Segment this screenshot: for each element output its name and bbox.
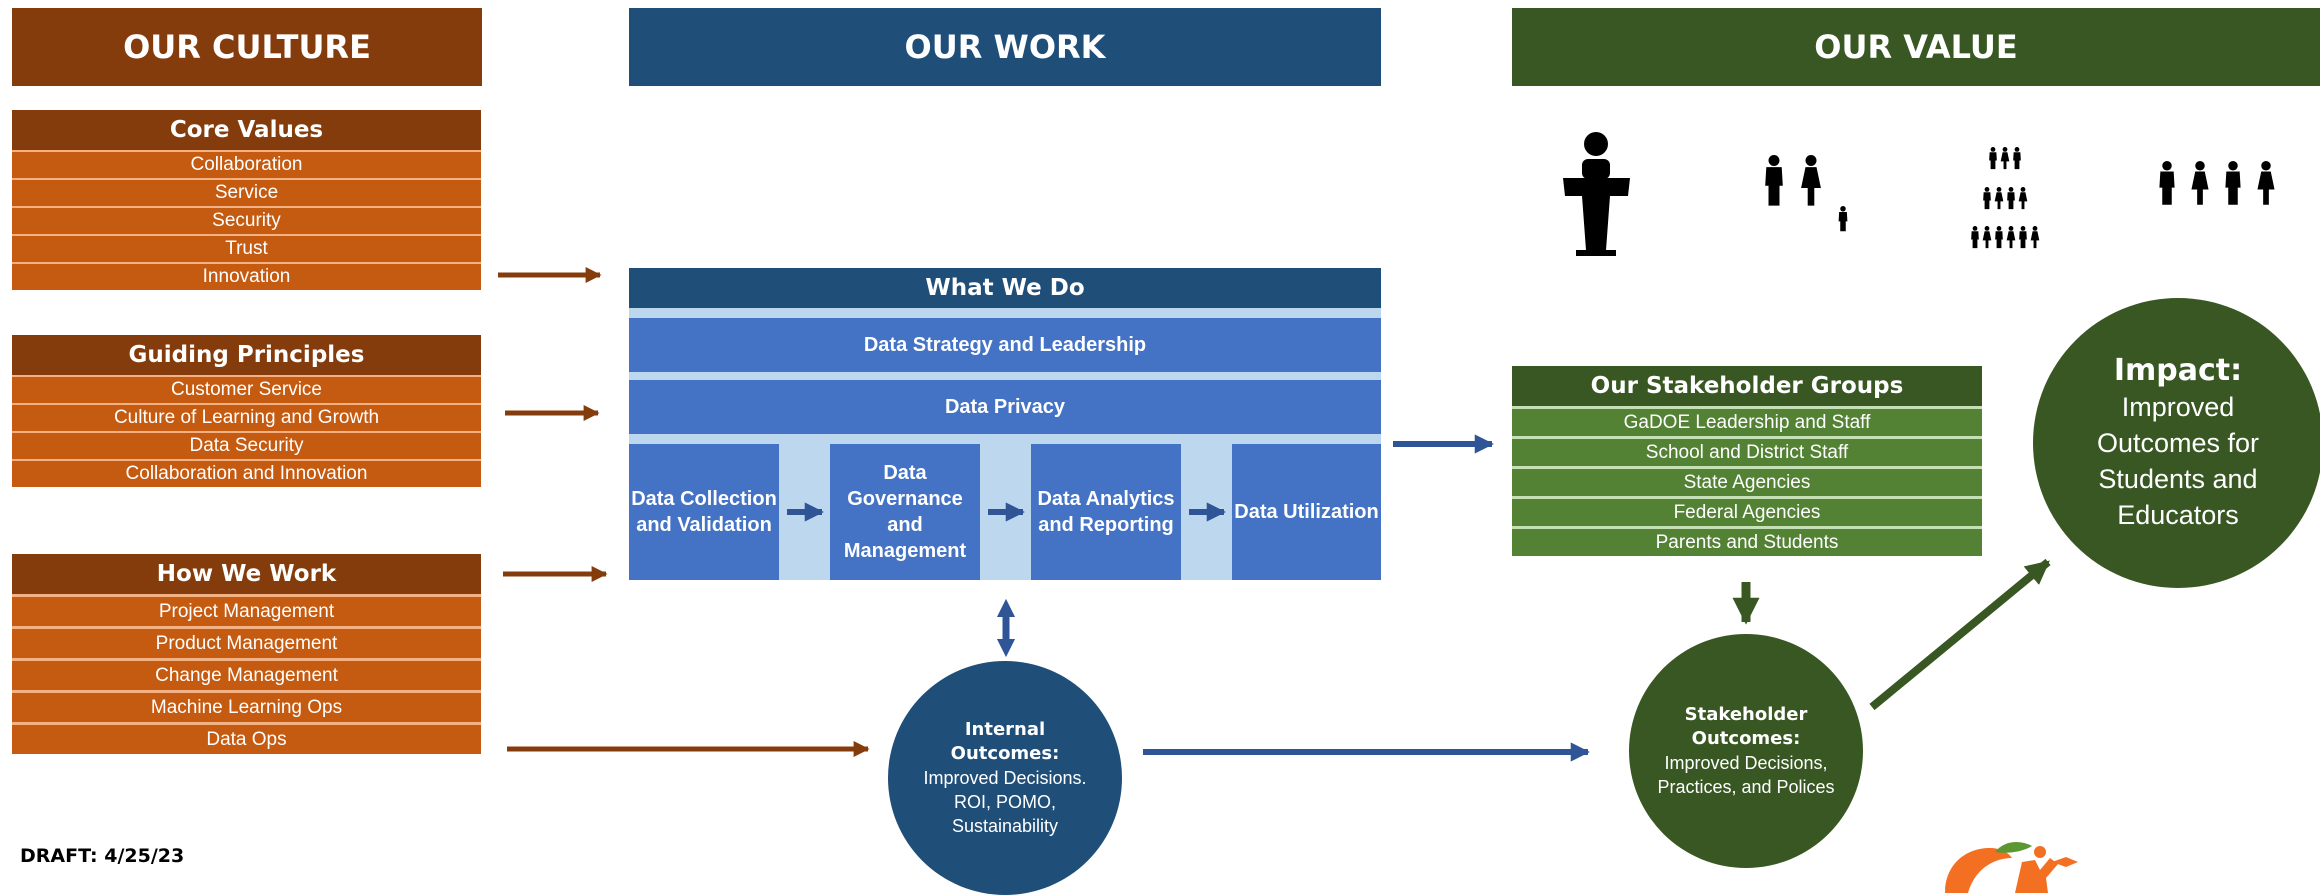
impact-title: Impact: [2113, 353, 2243, 388]
stakeholder-outcomes-body: Improved Decisions, Practices, and Polic… [1657, 753, 1835, 797]
what-we-do-box: What We Do Data Strategy and Leadership … [629, 268, 1381, 580]
data-privacy-bar: Data Privacy [629, 380, 1381, 434]
stakeholder-groups-title: Our Stakeholder Groups [1512, 366, 1982, 406]
how-we-work-item: Machine Learning Ops [12, 690, 481, 722]
how-we-work-item: Change Management [12, 658, 481, 690]
stakeholder-group-item: Parents and Students [1512, 526, 1982, 556]
value-banner: OUR VALUE [1512, 8, 2320, 86]
stakeholder-group-item: GaDOE Leadership and Staff [1512, 406, 1982, 436]
how-we-work-item: Project Management [12, 594, 481, 626]
internal-outcomes-circle: Internal Outcomes: Improved Decisions. R… [888, 661, 1122, 895]
core-value-item: Collaboration [12, 150, 481, 178]
arrow-to-impact [1869, 558, 2051, 711]
step-data-utilization: Data Utilization [1232, 444, 1381, 580]
how-we-work-item: Data Ops [12, 722, 481, 754]
stakeholder-outcomes-circle: Stakeholder Outcomes: Improved Decisions… [1629, 634, 1863, 868]
what-we-do-title: What We Do [629, 268, 1381, 308]
step-data-governance: Data Governance and Management [830, 444, 980, 580]
stakeholder-outcomes-title: Stakeholder Outcomes: [1684, 704, 1808, 749]
step-data-collection: Data Collection and Validation [629, 444, 779, 580]
core-value-item: Service [12, 178, 481, 206]
guiding-principle-item: Collaboration and Innovation [12, 459, 481, 487]
step-data-analytics: Data Analytics and Reporting [1031, 444, 1181, 580]
core-value-item: Innovation [12, 262, 481, 290]
core-value-item: Trust [12, 234, 481, 262]
work-banner: OUR WORK [629, 8, 1381, 86]
culture-banner: OUR CULTURE [12, 8, 482, 86]
guiding-principle-item: Customer Service [12, 375, 481, 403]
impact-body: Improved Outcomes for Students and Educa… [2096, 392, 2260, 530]
stakeholder-group-item: School and District Staff [1512, 436, 1982, 466]
stakeholder-groups-box: Our Stakeholder Groups GaDOE Leadership … [1512, 366, 1982, 556]
stakeholder-group-item: State Agencies [1512, 466, 1982, 496]
guiding-principle-item: Culture of Learning and Growth [12, 403, 481, 431]
stakeholder-group-item: Federal Agencies [1512, 496, 1982, 526]
internal-outcomes-title: Internal Outcomes: [950, 719, 1060, 764]
core-value-item: Security [12, 206, 481, 234]
core-values-title: Core Values [12, 110, 481, 150]
how-we-work-item: Product Management [12, 626, 481, 658]
guiding-principles-title: Guiding Principles [12, 335, 481, 375]
impact-circle: Impact: Improved Outcomes for Students a… [2033, 298, 2320, 588]
draft-label: DRAFT: 4/25/23 [20, 845, 185, 867]
how-we-work-title: How We Work [12, 554, 481, 594]
data-strategy-bar: Data Strategy and Leadership [629, 318, 1381, 372]
internal-outcomes-body: Improved Decisions. ROI, POMO, Sustainab… [923, 768, 1087, 836]
guiding-principle-item: Data Security [12, 431, 481, 459]
